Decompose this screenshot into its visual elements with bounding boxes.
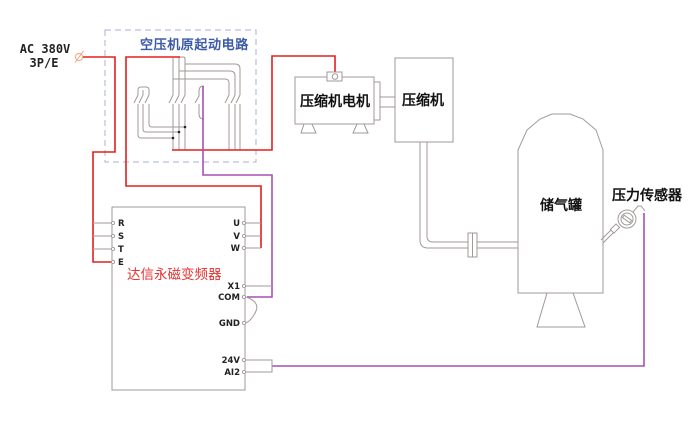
sensor-gauge-dial (620, 212, 634, 226)
vfd-unit: R S T E U V W X1 COM GND 24V AI2 达信永磁变频器 (93, 206, 273, 391)
main-feed-lines (172, 58, 186, 95)
terminal-x1: X1 (228, 282, 241, 292)
vfd-input-taps (93, 222, 112, 250)
tank-body (517, 113, 604, 294)
source-terminal-icon (74, 50, 84, 63)
source-phase-label: 3P/E (30, 56, 59, 70)
compressor-label: 压缩机 (402, 92, 444, 109)
compressor-motor: 压缩机电机 (294, 71, 395, 134)
sensor-label: 压力传感器 (612, 187, 683, 204)
terminal-e: E (118, 258, 124, 268)
delta-contactor-output (228, 104, 241, 150)
tank-stand (536, 292, 586, 328)
main-contactor-switch (168, 94, 186, 104)
terminal-dot (110, 259, 116, 265)
sensor-connector (632, 205, 646, 213)
vfd-output-wire (125, 56, 262, 248)
vfd-label: 达信永磁变频器 (127, 267, 222, 283)
pipe-inner (426, 142, 518, 243)
terminal-u: U (233, 219, 240, 229)
star-line-2 (142, 104, 179, 133)
sensor-nut (609, 223, 621, 234)
pressure-signal-wire (272, 213, 645, 367)
sensor-terminal-loop (245, 359, 273, 373)
terminal-s: S (118, 232, 124, 242)
branch-line-3 (173, 78, 230, 95)
terminal-dot (110, 233, 116, 239)
terminal-dot (110, 220, 116, 226)
terminal-r: R (118, 219, 125, 229)
terminal-ai2: AI2 (224, 368, 240, 378)
star-line-1 (148, 104, 185, 128)
terminal-dot (241, 283, 247, 289)
branch-line-2 (179, 70, 236, 95)
branch-line-1 (185, 63, 241, 95)
delta-contactor-switch (224, 94, 241, 104)
terminal-com: COM (218, 293, 240, 303)
motor-shaft (380, 96, 395, 108)
air-pipe (419, 142, 518, 258)
pipe-outer (419, 142, 518, 249)
sensor-display (621, 214, 633, 224)
starter-contactor-wiring (133, 56, 241, 150)
compressor: 压缩机 (394, 57, 454, 143)
vfd-box (111, 206, 246, 391)
star-contactor-switch (133, 94, 150, 104)
mains-input-wire (83, 56, 116, 263)
junction-dot (171, 136, 175, 140)
terminal-dot (241, 320, 247, 326)
start-signal-wire (202, 86, 273, 298)
terminal-v: V (233, 232, 240, 242)
terminal-dot (241, 294, 247, 300)
com-gnd-jumper (245, 296, 258, 324)
motor-foot-left (300, 123, 317, 134)
air-receiver-tank: 储气罐 (517, 113, 604, 328)
terminal-dot (241, 220, 247, 226)
motor-feed-wire (172, 55, 336, 151)
motor-terminal-box (326, 71, 343, 82)
vfd-output-taps (245, 222, 261, 249)
motor-body (294, 76, 375, 125)
terminal-dot (241, 369, 247, 375)
junction-dot (177, 130, 181, 134)
terminal-dot (241, 245, 247, 251)
terminal-t: T (118, 245, 124, 255)
pressure-sensor: 压力传感器 (600, 187, 683, 244)
terminal-dot (241, 233, 247, 239)
junction-dot (183, 125, 187, 129)
motor-flange (373, 81, 381, 121)
starter-box-title: 空压机原起动电路 (140, 37, 249, 53)
original-starter-box (104, 29, 257, 163)
source-voltage-label: AC 380V (20, 42, 71, 56)
star-bridge (137, 86, 150, 95)
terminal-w: W (231, 244, 241, 254)
terminal-dot (241, 357, 247, 363)
tank-label: 储气罐 (539, 197, 582, 214)
terminal-24v: 24V (222, 356, 241, 366)
motor-terminal-icon (331, 73, 339, 80)
power-source: AC 380V 3P/E (20, 42, 84, 70)
terminal-gnd: GND (219, 319, 240, 329)
motor-foot-right (352, 123, 369, 134)
compressor-body (394, 57, 454, 143)
terminal-dot (110, 246, 116, 252)
star-line-3 (137, 104, 173, 139)
motor-label: 压缩机电机 (300, 93, 370, 110)
